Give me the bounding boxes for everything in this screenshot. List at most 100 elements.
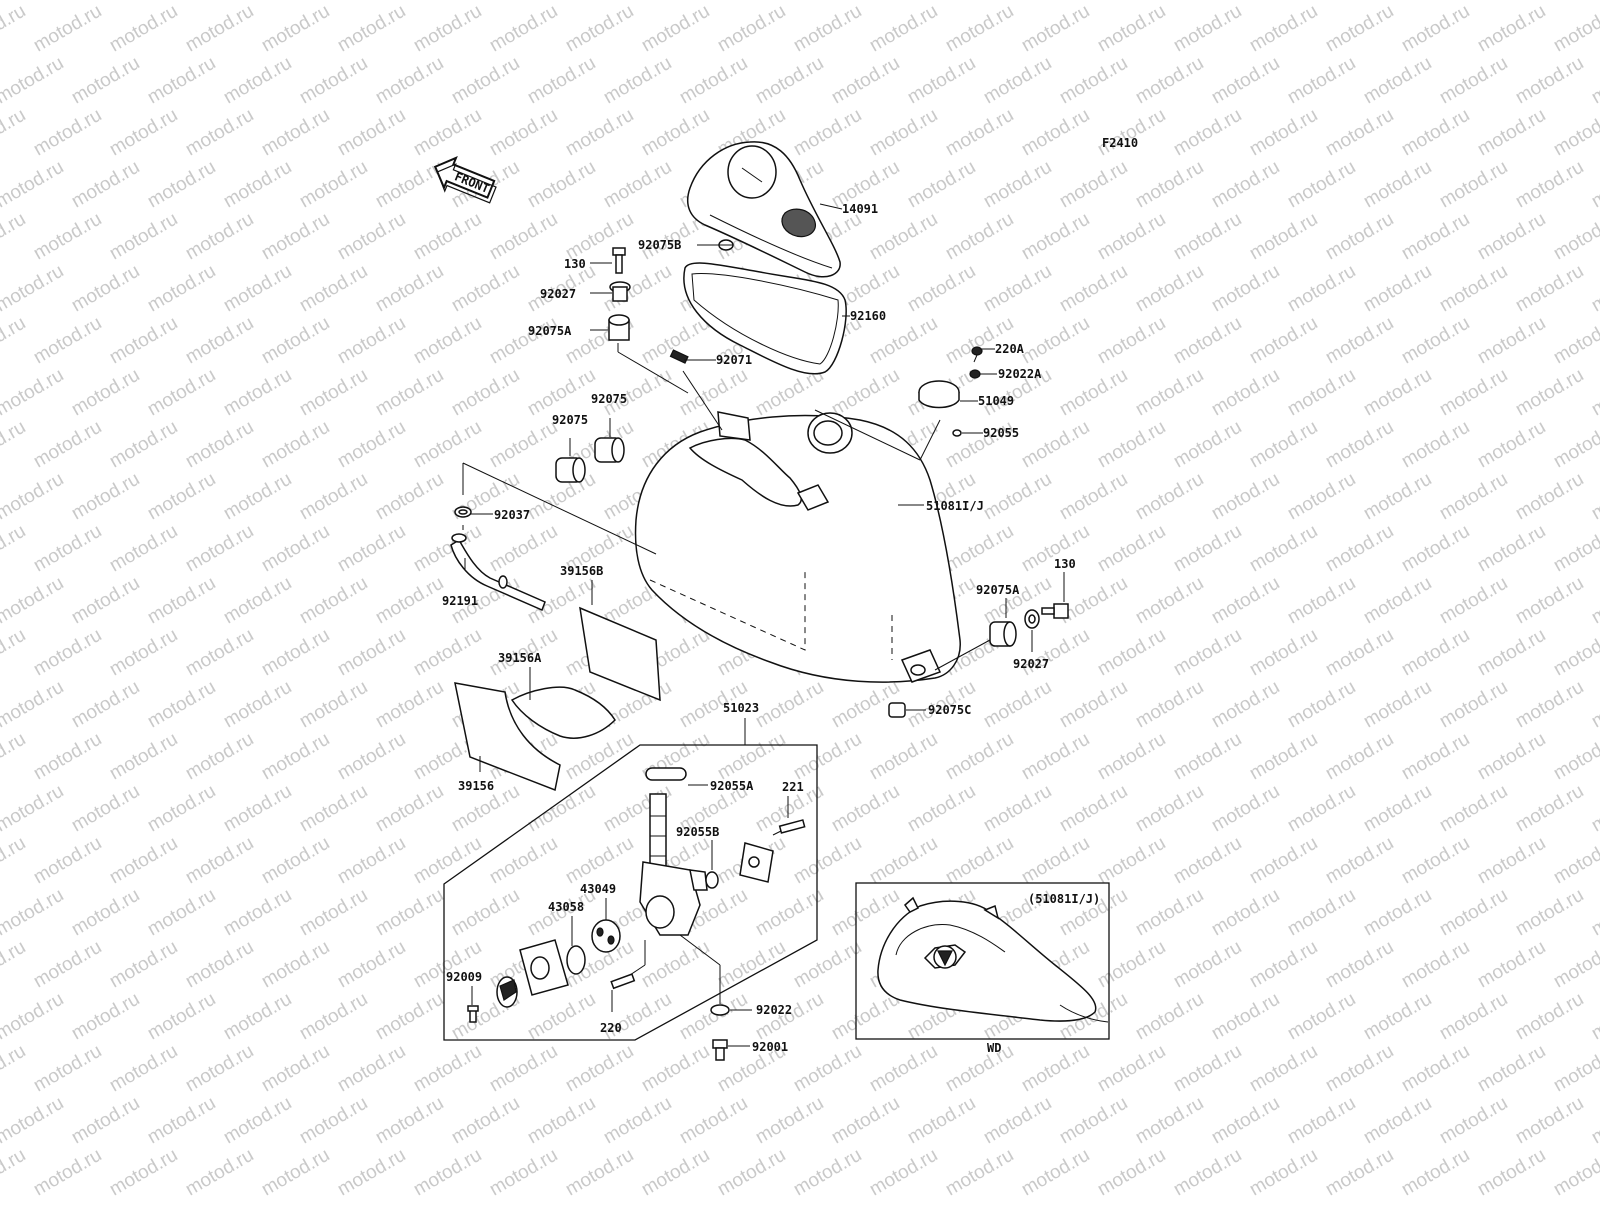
watermark-text: motod.ru bbox=[828, 781, 903, 837]
watermark-text: motod.ru bbox=[334, 521, 409, 577]
watermark-text: motod.ru bbox=[1550, 833, 1600, 889]
watermark-text: motod.ru bbox=[220, 989, 295, 1045]
watermark-text: motod.ru bbox=[258, 1041, 333, 1097]
watermark-text: motod.ru bbox=[296, 365, 371, 421]
watermark-text: motod.ru bbox=[410, 313, 485, 369]
watermark-text: motod.ru bbox=[144, 53, 219, 109]
watermark-text: motod.ru bbox=[410, 417, 485, 473]
watermark-text: motod.ru bbox=[714, 937, 789, 993]
watermark-text: motod.ru bbox=[1094, 625, 1169, 681]
label-92027-top: 92027 bbox=[540, 287, 576, 301]
watermark-text: motod.ru bbox=[1436, 261, 1511, 317]
watermark-text: motod.ru bbox=[258, 209, 333, 265]
watermark-text: motod.ru bbox=[410, 625, 485, 681]
watermark-text: motod.ru bbox=[1018, 1145, 1093, 1200]
watermark-text: motod.ru bbox=[258, 833, 333, 889]
watermark-text: motod.ru bbox=[790, 1145, 865, 1200]
damper-92075-a bbox=[594, 437, 625, 463]
watermark-text: motod.ru bbox=[904, 781, 979, 837]
watermark-text: motod.ru bbox=[790, 729, 865, 785]
watermark-text: motod.ru bbox=[0, 1093, 67, 1149]
watermark-text: motod.ru bbox=[1474, 937, 1549, 993]
watermark-text: motod.ru bbox=[1246, 937, 1321, 993]
watermark-text: motod.ru bbox=[182, 729, 257, 785]
watermark-text: motod.ru bbox=[30, 625, 105, 681]
watermark-text: motod.ru bbox=[0, 469, 67, 525]
watermark-text: motod.ru bbox=[182, 105, 257, 161]
watermark-text: motod.ru bbox=[1132, 261, 1207, 317]
watermark-text: motod.ru bbox=[828, 53, 903, 109]
watermark-text: motod.ru bbox=[372, 365, 447, 421]
watermark-text: motod.ru bbox=[0, 781, 67, 837]
watermark-text: motod.ru bbox=[942, 209, 1017, 265]
watermark-text: motod.ru bbox=[828, 0, 903, 4]
label-220: 220 bbox=[600, 1021, 622, 1035]
watermark-text: motod.ru bbox=[1588, 261, 1600, 317]
watermark-text: motod.ru bbox=[1018, 417, 1093, 473]
watermark-text: motod.ru bbox=[68, 573, 143, 629]
label-39156a: 39156A bbox=[498, 651, 542, 665]
watermark-text: motod.ru bbox=[1512, 989, 1587, 1045]
watermark-text: motod.ru bbox=[1246, 625, 1321, 681]
watermark-text: motod.ru bbox=[638, 1041, 713, 1097]
watermark-text: motod.ru bbox=[1588, 0, 1600, 4]
damper-92075c bbox=[888, 702, 906, 718]
watermark-text: motod.ru bbox=[182, 625, 257, 681]
watermark-text: motod.ru bbox=[1436, 573, 1511, 629]
watermark-text: motod.ru bbox=[1588, 677, 1600, 733]
washer-92022 bbox=[710, 1004, 730, 1016]
watermark-text: motod.ru bbox=[296, 157, 371, 213]
watermark-text: motod.ru bbox=[1170, 313, 1245, 369]
watermark-text: motod.ru bbox=[220, 261, 295, 317]
watermark-text: motod.ru bbox=[448, 0, 523, 4]
label-92075-left: 92075 bbox=[552, 413, 588, 427]
watermark-text: motod.ru bbox=[1474, 1, 1549, 57]
watermark-text: motod.ru bbox=[372, 573, 447, 629]
watermark-text: motod.ru bbox=[1322, 209, 1397, 265]
watermark-text: motod.ru bbox=[220, 573, 295, 629]
watermark-text: motod.ru bbox=[1018, 625, 1093, 681]
collar-92027-right bbox=[1024, 609, 1040, 629]
watermark-text: motod.ru bbox=[258, 105, 333, 161]
clip-92037 bbox=[454, 506, 472, 518]
watermark-text: motod.ru bbox=[1474, 209, 1549, 265]
watermark-text: motod.ru bbox=[372, 677, 447, 733]
watermark-text: motod.ru bbox=[866, 833, 941, 889]
watermark-text: motod.ru bbox=[1284, 677, 1359, 733]
watermark-text: motod.ru bbox=[904, 157, 979, 213]
watermark-text: motod.ru bbox=[866, 729, 941, 785]
watermark-text: motod.ru bbox=[1094, 417, 1169, 473]
watermark-text: motod.ru bbox=[1322, 1, 1397, 57]
watermark-text: motod.ru bbox=[1512, 261, 1587, 317]
watermark-text: motod.ru bbox=[752, 885, 827, 941]
label-92009: 92009 bbox=[446, 970, 482, 984]
screw-92009 bbox=[467, 1005, 479, 1023]
watermark-text: motod.ru bbox=[1132, 781, 1207, 837]
watermark-text: motod.ru bbox=[1360, 365, 1435, 421]
watermark-text: motod.ru bbox=[486, 209, 561, 265]
watermark-text: motod.ru bbox=[790, 833, 865, 889]
watermark-text: motod.ru bbox=[1056, 261, 1131, 317]
watermark-text: motod.ru bbox=[1512, 885, 1587, 941]
watermark-text: motod.ru bbox=[1398, 105, 1473, 161]
watermark-text: motod.ru bbox=[448, 885, 523, 941]
watermark-text: motod.ru bbox=[410, 1145, 485, 1200]
watermark-text: motod.ru bbox=[942, 417, 1017, 473]
watermark-text: motod.ru bbox=[1474, 105, 1549, 161]
watermark-text: motod.ru bbox=[1094, 1145, 1169, 1200]
watermark-text: motod.ru bbox=[752, 0, 827, 4]
watermark-text: motod.ru bbox=[1246, 209, 1321, 265]
watermark-text: motod.ru bbox=[1398, 937, 1473, 993]
watermark-text: motod.ru bbox=[182, 209, 257, 265]
watermark-text: motod.ru bbox=[220, 365, 295, 421]
watermark-text: motod.ru bbox=[1436, 885, 1511, 941]
watermark-text: motod.ru bbox=[0, 0, 67, 4]
watermark-text: motod.ru bbox=[1284, 885, 1359, 941]
watermark-text: motod.ru bbox=[1550, 729, 1600, 785]
watermark-text: motod.ru bbox=[30, 1, 105, 57]
watermark-text: motod.ru bbox=[1474, 313, 1549, 369]
watermark-text: motod.ru bbox=[296, 261, 371, 317]
watermark-text: motod.ru bbox=[1360, 0, 1435, 4]
watermark-text: motod.ru bbox=[1550, 209, 1600, 265]
